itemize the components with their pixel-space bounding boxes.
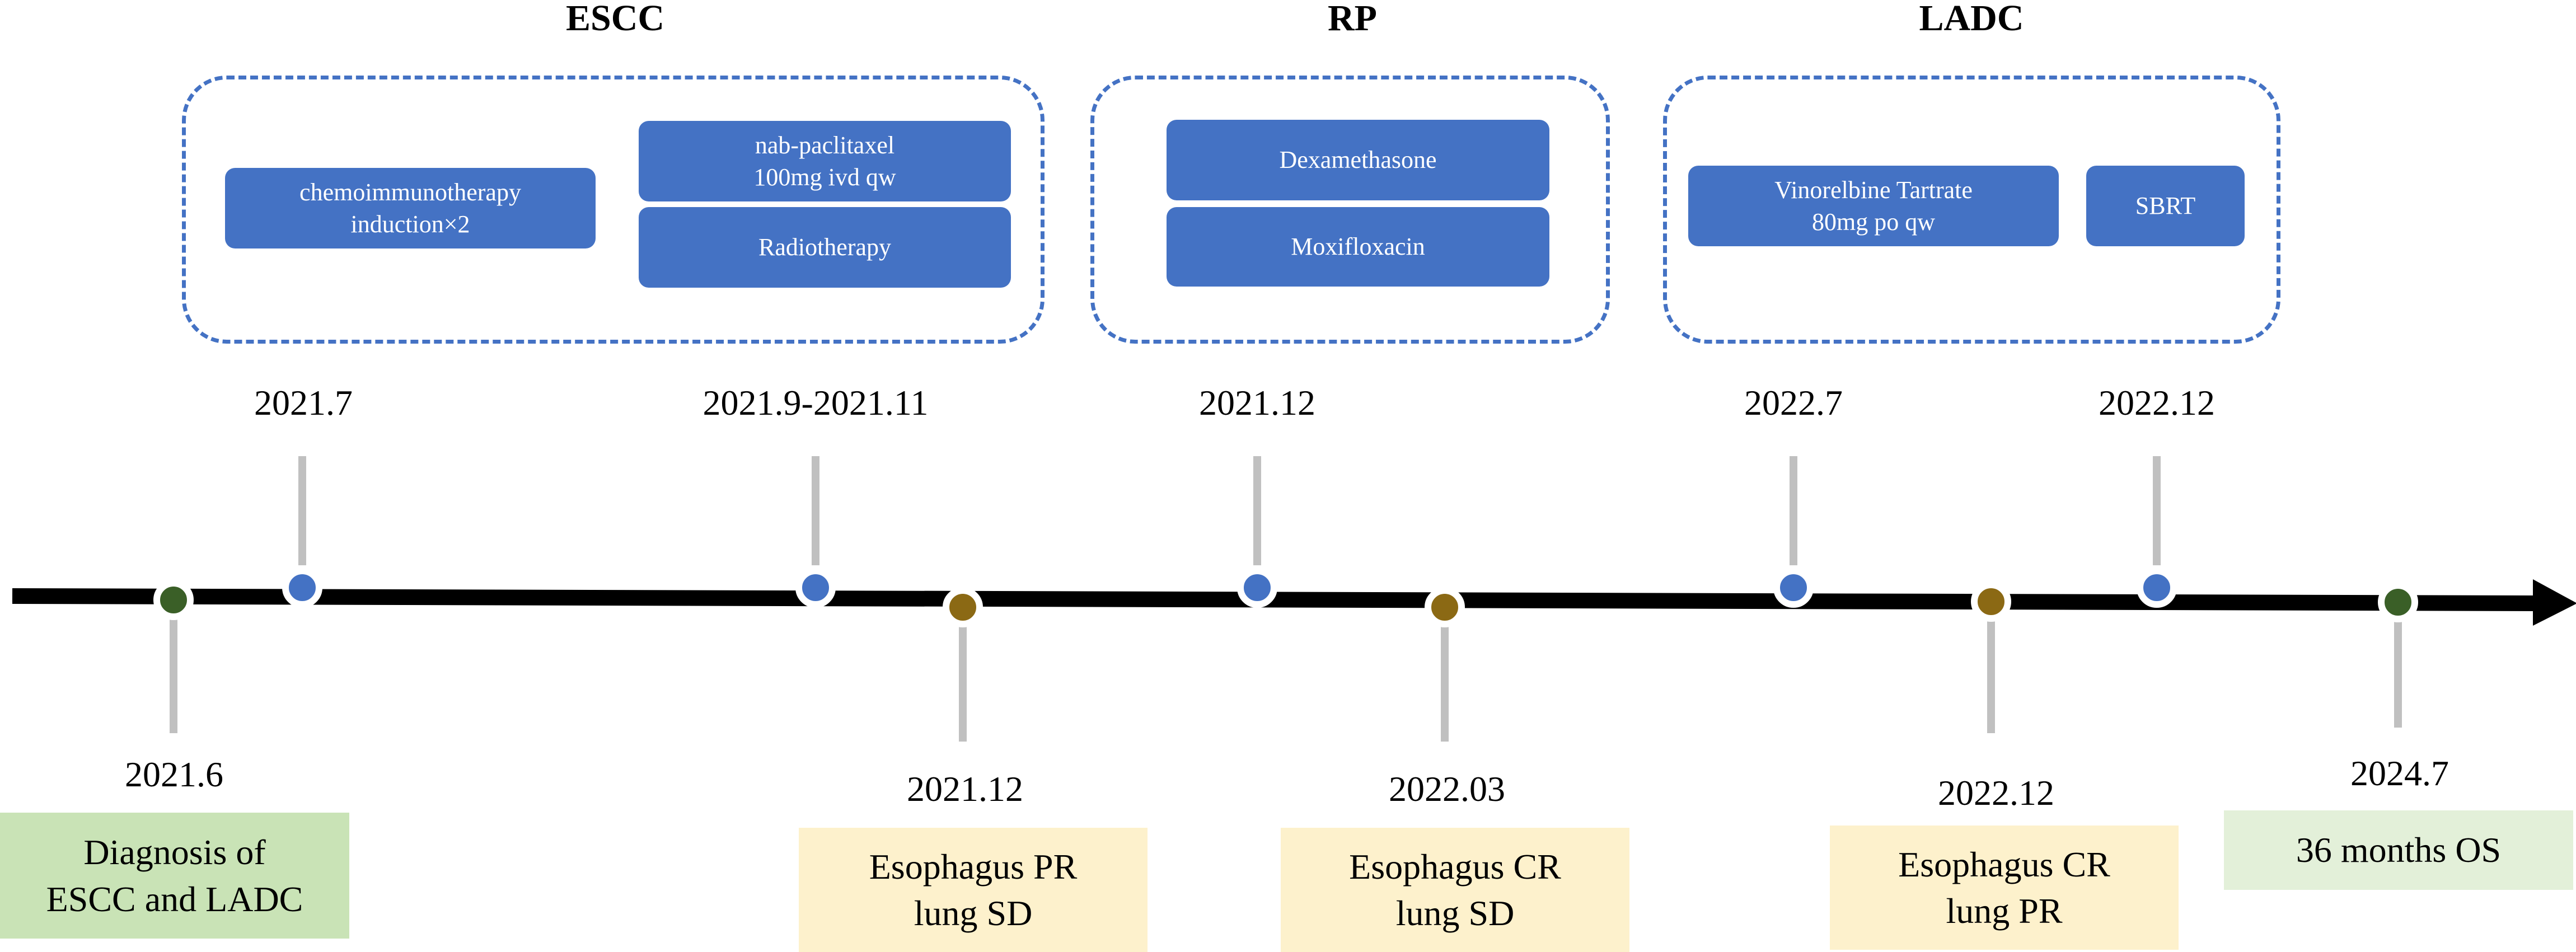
group-box-ladc (1663, 76, 2280, 344)
date-top-2021-12: 2021.12 (1199, 383, 1315, 423)
outcome-esophagus-cr-lung-sd: Esophagus CR lung SD (1281, 828, 1629, 952)
date-bottom-2021-6: 2021.6 (125, 754, 223, 794)
date-top-2021-9-11: 2021.9-2021.11 (702, 383, 929, 423)
outcome-diagnosis: Diagnosis of ESCC and LADC (0, 813, 349, 939)
dot-event-2022-12 (2137, 568, 2177, 608)
dot-event-2021-9 (795, 568, 836, 608)
outcome-esophagus-pr-lung-sd: Esophagus PR lung SD (799, 828, 1148, 952)
timeline-axis (12, 588, 2542, 611)
group-box-rp (1090, 76, 1610, 344)
date-bottom-2022-12: 2022.12 (1938, 773, 2054, 813)
treatment-nab-paclitaxel: nab-paclitaxel 100mg ivd qw (639, 121, 1011, 201)
treatment-radiotherapy: Radiotherapy (639, 207, 1011, 288)
dot-milestone-2024-7 (2378, 582, 2418, 622)
date-bottom-2024-7: 2024.7 (2350, 753, 2449, 793)
dot-event-2022-7 (1773, 568, 1814, 608)
dot-response-2022-12 (1971, 581, 2011, 622)
date-bottom-2021-12: 2021.12 (907, 769, 1023, 809)
dot-event-2021-12 (1237, 568, 1277, 608)
date-top-2022-7: 2022.7 (1744, 383, 1843, 423)
dot-response-2022-03 (1425, 587, 1465, 627)
dot-response-2021-12 (943, 587, 983, 627)
treatment-chemoimmunotherapy: chemoimmunotherapy induction×2 (225, 168, 596, 248)
treatment-vinorelbine: Vinorelbine Tartrate 80mg po qw (1688, 166, 2059, 246)
group-box-escc (182, 76, 1045, 344)
outcome-36-months-os: 36 months OS (2224, 810, 2573, 890)
timeline-arrowhead (2533, 579, 2576, 626)
outcome-esophagus-cr-lung-pr: Esophagus CR lung PR (1830, 826, 2179, 950)
treatment-moxifloxacin: Moxifloxacin (1167, 207, 1549, 287)
group-title-rp: RP (1328, 0, 1377, 39)
dot-milestone-2021-6 (153, 580, 194, 620)
date-bottom-2022-03: 2022.03 (1389, 769, 1505, 809)
dot-event-2021-7 (282, 568, 322, 608)
date-top-2021-7: 2021.7 (254, 383, 353, 423)
treatment-dexamethasone: Dexamethasone (1167, 120, 1549, 200)
group-title-escc: ESCC (565, 0, 665, 39)
date-top-2022-12: 2022.12 (2099, 383, 2215, 423)
treatment-sbrt: SBRT (2086, 166, 2245, 246)
group-title-ladc: LADC (1919, 0, 2024, 39)
